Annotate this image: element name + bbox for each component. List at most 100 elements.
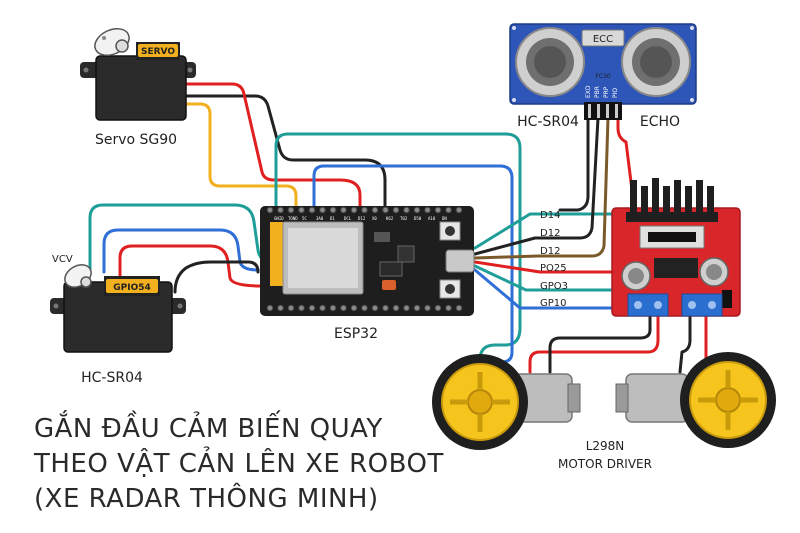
driver-label-line1: L298N — [586, 439, 625, 453]
header-pin-label: TOND — [288, 216, 298, 221]
header-pin — [287, 206, 295, 214]
wire-servo-top-red — [184, 82, 362, 212]
wire-d12b — [473, 116, 610, 260]
servo-left-badge — [106, 279, 158, 293]
header-pin — [382, 206, 389, 214]
servo-left: GPIO54 — [50, 264, 186, 353]
sensor-badge-text: ECC — [593, 34, 613, 45]
header-pin — [350, 304, 358, 312]
header-pin — [424, 206, 431, 214]
wire-header-teal — [274, 132, 522, 374]
pin-label-d14: D14 — [540, 210, 560, 221]
esp32-header-labels: GNID TOND 5C 3A0 D1 DCL D12 X0 K62 T02 D50 A18 DN — [274, 216, 447, 221]
sensor-label: HC-SR04 — [517, 114, 579, 130]
header-pin — [319, 304, 326, 312]
sensor-pin-label: EXD — [585, 85, 592, 98]
servo-top-label: Servo SG90 — [95, 132, 177, 148]
header-pin-label: GNID — [274, 216, 284, 221]
header-pin — [266, 206, 274, 214]
header-pin — [340, 304, 347, 312]
header-pin-label: K62 — [386, 216, 394, 221]
pin-label-d12a: D12 — [540, 228, 560, 239]
wire-header-blue — [312, 164, 514, 364]
header-pin — [403, 206, 410, 214]
sensor-pin-label: PBR — [594, 86, 601, 98]
header-pin — [371, 206, 379, 214]
pin-label-gpo3: GPO3 — [540, 281, 568, 292]
driver-label-line2: MOTOR DRIVER — [558, 457, 652, 471]
header-pin — [340, 206, 347, 214]
header-pin — [308, 304, 316, 312]
header-pin-label: D1 — [330, 216, 335, 221]
header-pin-label: X0 — [372, 216, 377, 221]
pin-label-po25: PO25 — [540, 263, 567, 274]
sensor-pin-label: PRP — [603, 86, 610, 98]
pin-label-gp10: GP10 — [540, 298, 567, 309]
header-pin-label: 5C — [302, 216, 307, 221]
header-pin — [277, 206, 284, 214]
wheel-spokes-icon — [698, 370, 758, 430]
header-pin — [361, 206, 368, 214]
servo-left-label: HC-SR04 — [81, 370, 143, 386]
header-pin — [298, 304, 305, 312]
header-pin-label: D12 — [358, 216, 366, 221]
wire-servo-left-blue — [102, 228, 260, 274]
transducer-right-icon — [621, 27, 691, 97]
sensor-chip-text: FC30 — [595, 73, 610, 80]
header-pin — [413, 206, 421, 214]
wire-sensor-black — [558, 116, 590, 212]
servo-horn-icon — [64, 264, 92, 288]
wire-servo-top-black — [184, 94, 387, 212]
header-pin — [455, 206, 463, 214]
sensor-pin-label: PIO — [612, 88, 619, 98]
echo-label: ECHO — [640, 114, 680, 130]
header-pin — [434, 206, 442, 214]
title-line-2: THEO VẬT CẢN LÊN XE ROBOT — [34, 449, 444, 479]
wheel-left — [432, 354, 581, 450]
header-pin — [413, 304, 421, 312]
wire-motor-left-red — [528, 312, 660, 374]
servo-top: SERVO — [80, 27, 196, 121]
wheel-spokes-icon — [450, 372, 510, 432]
servo-left-badge-text: GPIO54 — [113, 283, 151, 293]
wire-servo-left-red — [118, 244, 264, 288]
header-pin — [319, 206, 326, 214]
servo-top-badge — [138, 44, 178, 57]
header-pin — [392, 304, 400, 312]
header-pin — [266, 304, 274, 312]
wires — [88, 82, 708, 374]
transducer-left-icon — [515, 27, 585, 97]
header-pin-label: A18 — [428, 216, 436, 221]
header-pin — [298, 206, 305, 214]
title-line-1: GẮN ĐẦU CẢM BIẾN QUAY — [34, 414, 383, 444]
header-pin-label: DCL — [344, 216, 352, 221]
header-pin-label: D50 — [414, 216, 422, 221]
header-pin-label: DN — [442, 216, 447, 221]
wire-gp10 — [473, 268, 614, 310]
vcv-label: VCV — [52, 254, 73, 265]
header-pin — [329, 304, 337, 312]
servo-top-badge-text: SERVO — [141, 47, 175, 57]
header-pin — [424, 304, 431, 312]
header-pin — [287, 304, 295, 312]
header-pin — [434, 304, 442, 312]
wire-motor-right-black — [678, 312, 692, 374]
wire-gpo3 — [473, 264, 614, 292]
header-pin-label: T02 — [400, 216, 408, 221]
wire-d12a — [473, 116, 600, 256]
header-pin — [392, 206, 400, 214]
esp32-header-top — [266, 206, 463, 214]
pin-label-d12b: D12 — [540, 246, 560, 257]
header-pin — [350, 206, 358, 214]
wire-motor-left-black — [548, 312, 652, 374]
wire-sensor-red — [616, 116, 634, 192]
header-pin — [403, 304, 410, 312]
header-pin — [329, 206, 337, 214]
header-pin-label: 3A0 — [316, 216, 324, 221]
header-pin — [445, 304, 452, 312]
title-line-3: (XE RADAR THÔNG MINH) — [34, 484, 379, 514]
terminal-block-left — [627, 293, 669, 317]
